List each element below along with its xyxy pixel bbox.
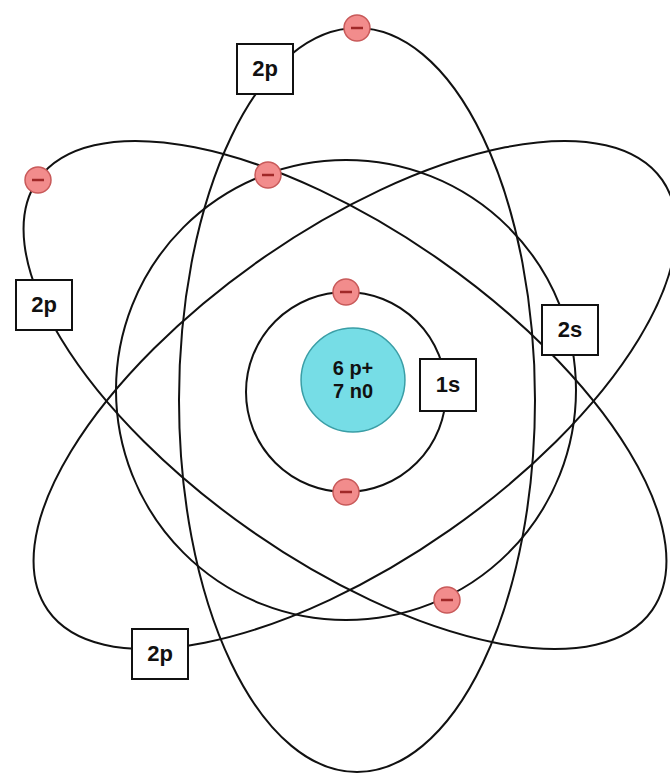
orbit-2p-vertical xyxy=(179,28,535,772)
orbit-2p-tilted xyxy=(0,45,670,746)
orbital-label-box: 2p xyxy=(15,279,73,331)
electron-body xyxy=(333,479,359,505)
nucleus-circle: 6 p+7 n0 xyxy=(300,327,406,433)
orbit-1s xyxy=(246,292,446,492)
orbital-label: 1s xyxy=(436,372,460,397)
electron xyxy=(255,162,281,188)
electron xyxy=(25,167,51,193)
orbital-label-box: 1s xyxy=(419,358,477,412)
electron-body xyxy=(25,167,51,193)
orbital-label-box: 2s xyxy=(541,304,599,356)
electron-body xyxy=(344,15,370,41)
electron-charge xyxy=(340,291,352,294)
orbital-label: 2p xyxy=(252,56,278,81)
electron-body xyxy=(333,279,359,305)
orbital-label-box: 2p xyxy=(236,43,294,95)
electron-charge xyxy=(340,491,352,494)
electron xyxy=(333,479,359,505)
electron-body xyxy=(434,587,460,613)
orbital-label: 2p xyxy=(147,641,173,666)
electron-charge xyxy=(441,599,453,602)
orbital-label: 2s xyxy=(558,317,582,342)
orbit-2p-tilted xyxy=(0,45,670,746)
electron-body xyxy=(255,162,281,188)
orbital-label-box: 2p xyxy=(131,628,189,680)
nucleus-count: 6 p+ xyxy=(333,357,374,380)
electron-charge xyxy=(351,27,363,30)
electron xyxy=(434,587,460,613)
electron-charge xyxy=(32,179,44,182)
electron-charge xyxy=(262,174,274,177)
electron xyxy=(344,15,370,41)
nucleus-count: 7 n0 xyxy=(333,380,373,403)
orbit-2s xyxy=(116,160,576,620)
orbital-label: 2p xyxy=(31,292,57,317)
electron xyxy=(333,279,359,305)
nucleus-fill xyxy=(301,328,405,432)
